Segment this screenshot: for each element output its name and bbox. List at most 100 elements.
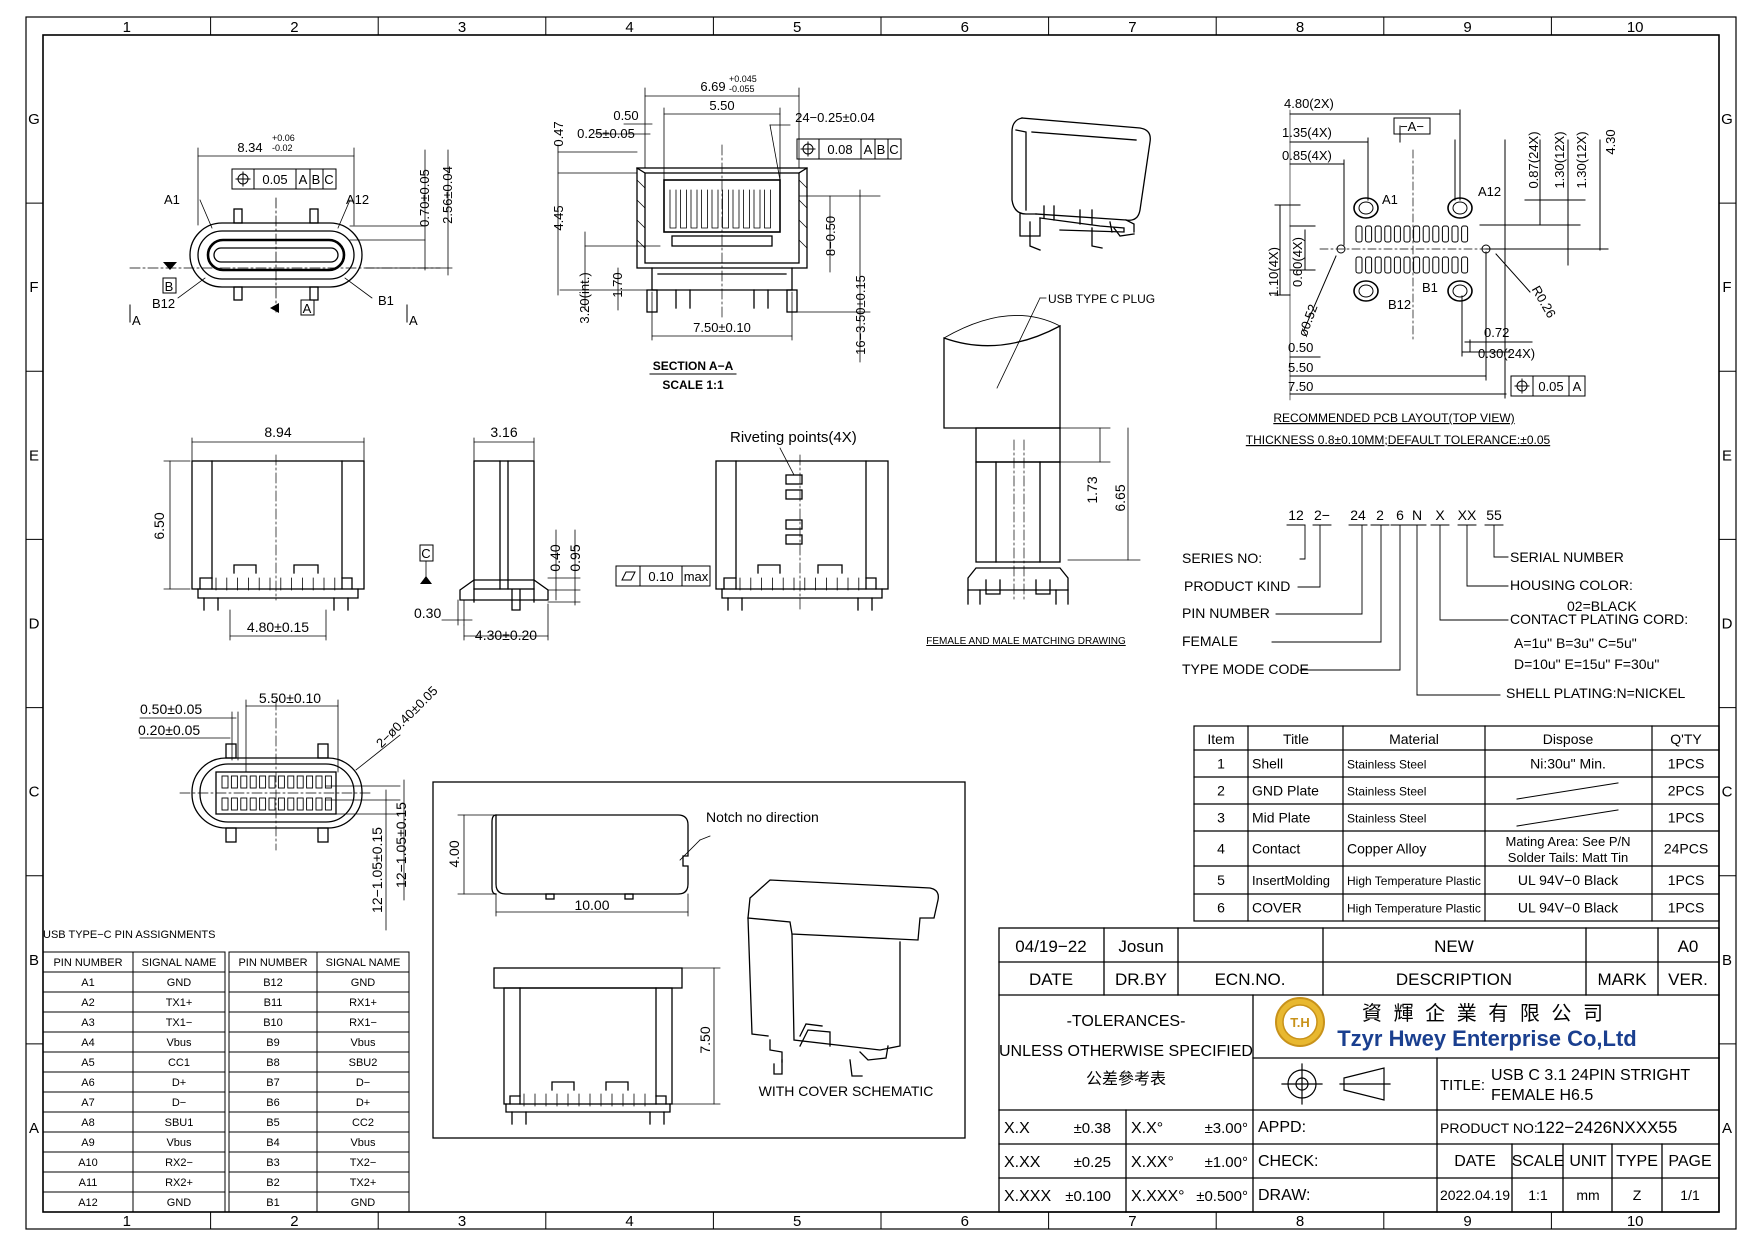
mating-caption: FEMALE AND MALE MATCHING DRAWING [926,636,1126,647]
bom-title: Contact [1252,841,1300,857]
side-view-1-dims [163,437,365,641]
grid-col-top: 9 [1463,19,1471,36]
grid-col-top: 6 [961,19,969,36]
bom-header: Material [1389,731,1439,747]
pcb-d052: ø0.52 [1295,302,1320,338]
pcb-d072: 0.72 [1484,325,1509,340]
company-logo: T.H [1275,997,1325,1047]
pin-signal: RX1+ [349,997,377,1009]
pcb-d130a: 1.30(12X) [1552,131,1567,188]
hdr-mark: MARK [1597,970,1647,989]
rev-by: Josun [1118,937,1163,956]
section-scale: SCALE 1:1 [662,378,724,392]
tol-angle-value: ±1.00° [1205,1154,1248,1171]
pin-header: SIGNAL NAME [326,957,401,969]
pn-black: 02=BLACK [1567,598,1637,614]
pcb-d130b: 1.30(12X) [1574,131,1589,188]
pcb-d550: 5.50 [1288,360,1313,375]
title-line-1: USB C 3.1 24PIN STRIGHT [1491,1067,1690,1084]
pin-number: B12 [263,977,283,989]
grid-row-right: E [1722,447,1732,464]
grid-row-right: A [1722,1120,1732,1137]
pcb-text: 4.80(2X) 1.35(4X) 0.85(4X) −A− 0.87(24X)… [1246,96,1618,447]
front-fcf: 0.05 A B C [231,168,337,190]
pin-signal: Vbus [350,1137,376,1149]
pin-number: A2 [81,997,94,1009]
cover-d400: 4.00 [446,840,462,867]
appd-label: APPD: [1258,1119,1306,1136]
section-dim-669: 6.69 [700,79,725,94]
pn-segment: N [1412,507,1422,523]
pn-segment: 24 [1350,507,1366,523]
pn-type: TYPE MODE CODE [1182,661,1309,677]
rev-ver: A0 [1678,937,1699,956]
grid-row-left: B [29,952,39,969]
tol-angle-value: ±0.500° [1196,1188,1248,1205]
section-dim-550: 5.50 [709,98,734,113]
pin-number: B3 [266,1157,279,1169]
bottom-d12b: 12−1.05±0.15 [393,802,409,888]
section-dim-24: 24−0.25±0.04 [795,110,875,125]
bom-dispose: Solder Tails: Matt Tin [1508,850,1628,865]
front-view [129,147,453,323]
pin-number: A1 [81,977,94,989]
pcb-layout [1274,109,1609,401]
tol-title: -TOLERANCES- [1067,1013,1186,1030]
pn-female: FEMALE [1182,633,1238,649]
pin-signal: D− [172,1097,186,1109]
section-dim-750: 7.50±0.10 [693,320,751,335]
grid-col-bottom: 2 [290,1213,298,1230]
pn-segment: 6 [1396,507,1404,523]
front-fcf-a: A [299,172,308,187]
pin-number: B7 [266,1077,279,1089]
bom-title: COVER [1252,900,1302,916]
grid-row-right: B [1722,952,1732,969]
foot-unit: UNIT [1569,1153,1607,1170]
bom-dispose: UL 94V−0 Black [1518,900,1619,916]
grid-col-bottom: 6 [961,1213,969,1230]
isometric-view [1011,117,1151,251]
pcb-r026: R0.26 [1529,283,1559,321]
section-dim-170: 1.70 [610,272,625,297]
draw-label: DRAW: [1258,1187,1310,1204]
pin-signal: Vbus [166,1037,192,1049]
pcb-d110: 1.10(4X) [1266,247,1281,297]
side2-datum-c: C [421,546,430,561]
grid-col-bottom: 4 [625,1213,633,1230]
pn-segment: 2− [1314,507,1330,523]
section-fcf: 0.08 A B C [796,138,902,160]
pcb-d085: 0.85(4X) [1282,148,1332,163]
front-dim-070: 0.70±0.05 [417,169,432,227]
pin-number: B8 [266,1057,279,1069]
title-block: 04/19−22 Josun NEW A0 DATE DR.BY ECN.NO.… [998,927,1720,1213]
bom-header: Dispose [1543,731,1594,747]
bom-header: Q'TY [1670,731,1702,747]
grid-row-right: G [1721,111,1733,128]
front-width-dim: 8.34 [237,140,262,155]
section-fcf-b: B [877,142,886,157]
pcb-d087: 0.87(24X) [1526,131,1541,188]
cover-d750: 7.50 [697,1026,713,1053]
grid-ticks [25,16,1737,1230]
tol-angle: X.XX° [1131,1154,1174,1171]
pin-number: B4 [266,1137,279,1149]
pcb-title: RECOMMENDED PCB LAYOUT(TOP VIEW) [1273,411,1514,425]
bom-title: Mid Plate [1252,810,1311,826]
pcb-d750: 7.50 [1288,379,1313,394]
pn-segment: 2 [1376,507,1384,523]
pin-number: B6 [266,1097,279,1109]
pcb-fcf-a: A [1573,379,1582,394]
mating-d173: 1.73 [1084,476,1100,503]
val-page: 1/1 [1680,1187,1700,1203]
tol-linear-value: ±0.38 [1074,1120,1111,1137]
section-dims [557,87,881,363]
pin-signal: Vbus [350,1037,376,1049]
pcb-d480: 4.80(2X) [1284,96,1334,111]
bom-item: 4 [1217,841,1225,857]
hdr-drby: DR.BY [1115,970,1167,989]
check-label: CHECK: [1258,1153,1318,1170]
pcb-d050: 0.50 [1288,340,1313,355]
grid-col-top: 4 [625,19,633,36]
